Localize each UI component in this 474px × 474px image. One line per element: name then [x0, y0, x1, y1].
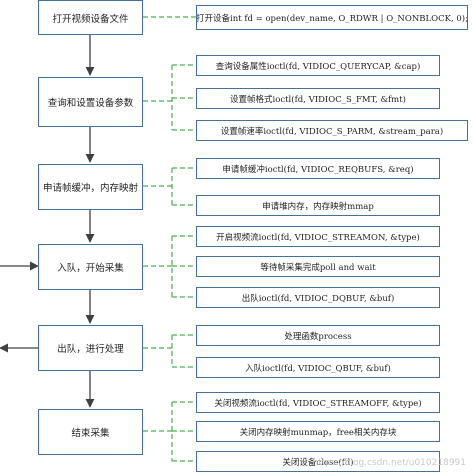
detail-streamon: 开启视频流ioctl(fd, VIDIOC_STREAMON, &type) — [196, 226, 440, 247]
step-enqueue-start: 入队，开始采集 — [38, 244, 143, 290]
detail-process: 处理函数process — [196, 325, 440, 346]
step-request-buffers: 申请帧缓冲，内存映射 — [38, 164, 143, 210]
step-stop-capture: 结束采集 — [38, 409, 143, 455]
connector-step2 — [143, 64, 196, 131]
step-dequeue-process: 出队，进行处理 — [38, 325, 143, 371]
connector-step4 — [143, 235, 196, 298]
detail-streamoff: 关闭视频流ioctl(fd, VIDIOC_STREAMOFF, &type) — [196, 392, 440, 413]
detail-open-call: 打开设备int fd = open(dev_name, O_RDWR | O_N… — [196, 5, 468, 30]
step-query-set-params: 查询和设置设备参数 — [38, 77, 143, 127]
watermark-url: https://blog.csdn.net/u010218991 — [312, 458, 466, 468]
detail-querycap: 查询设备属性ioctl(fd, VIDIOC_QUERYCAP, &cap) — [196, 55, 440, 76]
connector-step6 — [143, 401, 196, 462]
detail-reqbufs: 申请帧缓冲ioctl(fd, VIDIOC_REQBUFS, &req) — [196, 158, 440, 179]
detail-close: 关闭设备close(fd) — [196, 451, 440, 472]
detail-poll-wait: 等待帧采集完成poll and wait — [196, 256, 440, 277]
connector-step5 — [143, 334, 196, 368]
detail-munmap: 关闭内存映射munmap，free相关内存块 — [196, 421, 440, 442]
detail-s-fmt: 设置帧格式ioctl(fd, VIDIOC_S_FMT, &fmt) — [196, 88, 440, 109]
detail-dqbuf: 出队ioctl(fd, VIDIOC_DQBUF, &buf) — [196, 287, 440, 308]
detail-mmap: 申请堆内存，内存映射mmap — [196, 195, 440, 216]
connector-step3 — [143, 167, 196, 206]
step-open-device: 打开视频设备文件 — [38, 0, 143, 35]
detail-s-parm: 设置帧速率ioctl(fd, VIDIOC_S_PARM, &stream_pa… — [196, 120, 468, 141]
detail-qbuf: 入队ioctl(fd, VIDIOC_QBUF, &buf) — [196, 357, 440, 378]
